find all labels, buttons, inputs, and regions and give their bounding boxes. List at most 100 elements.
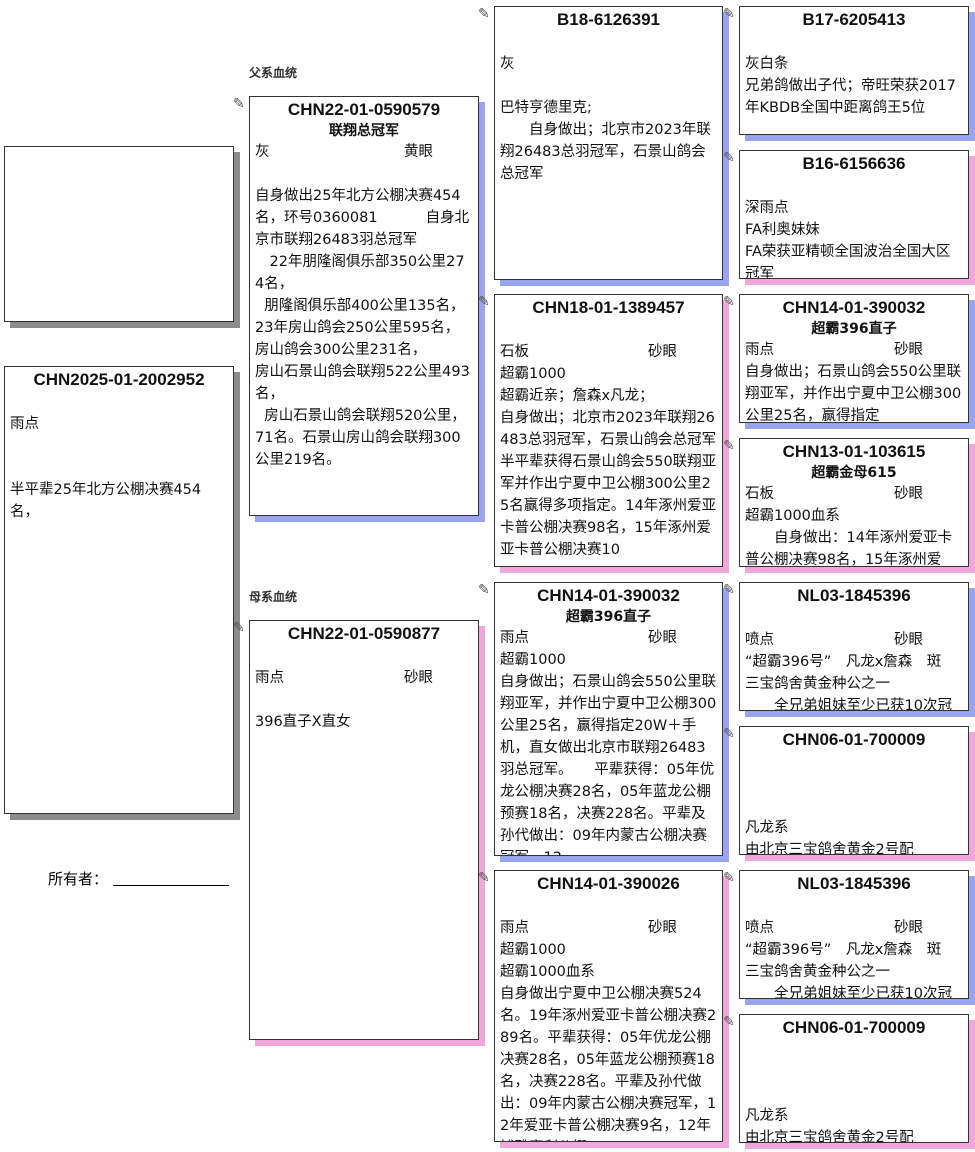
color-eye-row: 灰 黄眼 [255, 141, 473, 163]
note-line [745, 1061, 963, 1083]
owner-field[interactable] [113, 885, 229, 886]
edit-icon[interactable]: ✎ [723, 438, 735, 454]
note-line: 超霸1000 [500, 652, 566, 668]
photo-box [4, 146, 234, 322]
bird-title: 超霸金母615 [811, 465, 897, 481]
note-line [10, 457, 228, 479]
edit-icon[interactable]: ✎ [233, 620, 245, 636]
color-eye-row: 石板砂眼 [500, 341, 717, 363]
note-line: 超霸1000血系 [745, 508, 840, 524]
note-line: 全兄弟姐妹至少已获10次冠 [745, 986, 952, 999]
note-line [745, 1083, 963, 1105]
pedigree-card-ssd[interactable]: B16-6156636 深雨点 FA利奥妹妹 FA荣获亚精顿全国波治全国大区冠军 [739, 150, 969, 279]
ring-number: CHN06-01-700009 [782, 1018, 926, 1037]
color-eye-row: 喷点砂眼 [745, 917, 963, 939]
edit-icon[interactable]: ✎ [233, 96, 245, 112]
note-line: “超霸396号” 凡龙x詹森 斑 [745, 942, 942, 958]
ring-number: CHN13-01-103615 [782, 442, 926, 461]
eye-type: 砂眼 [648, 630, 677, 646]
note-line: 自身做出；北京市2023年联翔26483总羽冠军，石景山鸽会总冠军 [500, 122, 711, 182]
ring-number: B17-6205413 [802, 10, 906, 29]
note-line: 巴特亨德里克; [500, 100, 592, 116]
edit-icon[interactable]: ✎ [723, 294, 735, 310]
note-line: 自身做出；石景山鸽会550公里联翔亚军，并作出宁夏中卫公棚300公里25名，赢得… [500, 674, 717, 855]
note-line [745, 773, 963, 795]
edit-icon[interactable]: ✎ [723, 1014, 735, 1030]
edit-icon[interactable]: ✎ [478, 294, 490, 310]
ring-number: CHN14-01-390032 [537, 586, 680, 605]
edit-icon[interactable]: ✎ [478, 582, 490, 598]
note-line [255, 645, 473, 667]
note-line: 自身做出25年北方公棚决赛454名，环号0360081 自身北京市联翔26483… [255, 188, 470, 248]
edit-icon[interactable]: ✎ [723, 6, 735, 22]
edit-icon[interactable]: ✎ [723, 582, 735, 598]
note-line: 自身做出；石景山鸽会550公里联翔亚军，并作出宁夏中卫公棚300公里25名，赢得… [745, 364, 962, 423]
eye-type: 黄眼 [404, 144, 433, 160]
edit-icon[interactable]: ✎ [723, 870, 735, 886]
note-line: FA荣获亚精顿全国波治全国大区冠军 [745, 244, 951, 279]
feather-color: 灰 [255, 144, 270, 160]
pedigree-card-ss[interactable]: B18-6126391 灰巴特亨德里克; 自身做出；北京市2023年联翔26483… [494, 6, 723, 280]
note-line: 自身做出：14年涿州爱亚卡普公棚决赛98名，15年涿州爱 [745, 530, 952, 567]
note-line [255, 689, 473, 711]
ring-number: B18-6126391 [556, 10, 661, 29]
ring-number: CHN2025-01-2002952 [33, 370, 205, 389]
edit-icon[interactable]: ✎ [478, 870, 490, 886]
note-line [10, 435, 228, 457]
note-line: 超霸1000血系 [500, 964, 595, 980]
note-line: 半平辈获得石景山鸽会550联翔亚军并作出宁夏中卫公棚300公里25名赢得多项指定… [500, 454, 717, 558]
note-line: 兄弟鸽做出子代；帝旺荣获2017年KBDB全国中距离鸽王5位 [745, 78, 956, 116]
note-line: 超霸1000 [500, 366, 566, 382]
pedigree-card-dsd[interactable]: CHN06-01-700009凡龙系由北京三宝鸽舍黄金2号配对“小拉苏特年号x桑… [739, 726, 969, 855]
feather-color: 雨点 [255, 670, 284, 686]
note-line [500, 31, 717, 53]
note-line: FA利奥妹妹 [745, 222, 820, 238]
note-line [500, 895, 717, 917]
bird-title: 超霸396直子 [811, 321, 897, 337]
note-line: 自身做出宁夏中卫公棚决赛524名。19年涿州爱亚卡普公棚决赛289名。平辈获得：… [500, 986, 717, 1141]
note-line [745, 1039, 963, 1061]
ring-number: CHN18-01-1389457 [532, 298, 685, 317]
ring-number: NL03-1845396 [797, 874, 911, 893]
color-eye-row: 石板砂眼 [745, 483, 963, 505]
edit-icon[interactable]: ✎ [723, 150, 735, 166]
ring-number: B16-6156636 [802, 154, 906, 173]
eye-type: 砂眼 [894, 342, 923, 358]
pedigree-card-main[interactable]: CHN2025-01-2002952 雨点半平辈25年北方公棚决赛454名， [4, 366, 234, 814]
note-line: 灰 [500, 56, 515, 72]
edit-icon[interactable]: ✎ [478, 6, 490, 22]
ring-number: CHN22-01-0590877 [287, 624, 441, 643]
bird-title: 联翔总冠军 [329, 123, 399, 139]
ring-number: NL03-1845396 [797, 586, 911, 605]
eye-type: 砂眼 [404, 670, 433, 686]
feather-color: 雨点 [500, 920, 529, 936]
ring-number: CHN14-01-390032 [782, 298, 926, 317]
note-line: 深雨点 [745, 200, 789, 216]
owner-label: 所有者： [48, 870, 109, 888]
note-line: 半平辈25年北方公棚决赛454名， [10, 482, 202, 520]
note-line [500, 319, 717, 341]
note-line [745, 31, 963, 53]
feather-color: 雨点 [500, 630, 529, 646]
note-line: 自身做出；北京市2023年联翔26483总羽冠军，石景山鸽会总冠军 [500, 410, 717, 448]
note-line: 雨点 [10, 416, 39, 432]
feather-color: 石板 [745, 486, 774, 502]
note-line: 朋隆阁俱乐部400公里135名， 23年房山鸽会250公里595名， 房山鸽会3… [255, 298, 470, 402]
feather-color: 喷点 [745, 920, 774, 936]
color-eye-row: 喷点砂眼 [745, 629, 963, 651]
note-line [500, 75, 717, 97]
pedigree-card-ddd[interactable]: CHN06-01-700009凡龙系由北京三宝鸽舍黄金2号配对“小拉苏特年号x桑… [739, 1014, 969, 1143]
eye-type: 砂眼 [648, 344, 677, 360]
pedigree-card-sdd[interactable]: CHN13-01-103615 超霸金母615 石板砂眼超霸1000血系 自身做出：… [739, 438, 969, 567]
edit-icon[interactable]: ✎ [723, 726, 735, 742]
note-line: 由北京三宝鸽舍黄金2号配 [745, 1130, 914, 1143]
